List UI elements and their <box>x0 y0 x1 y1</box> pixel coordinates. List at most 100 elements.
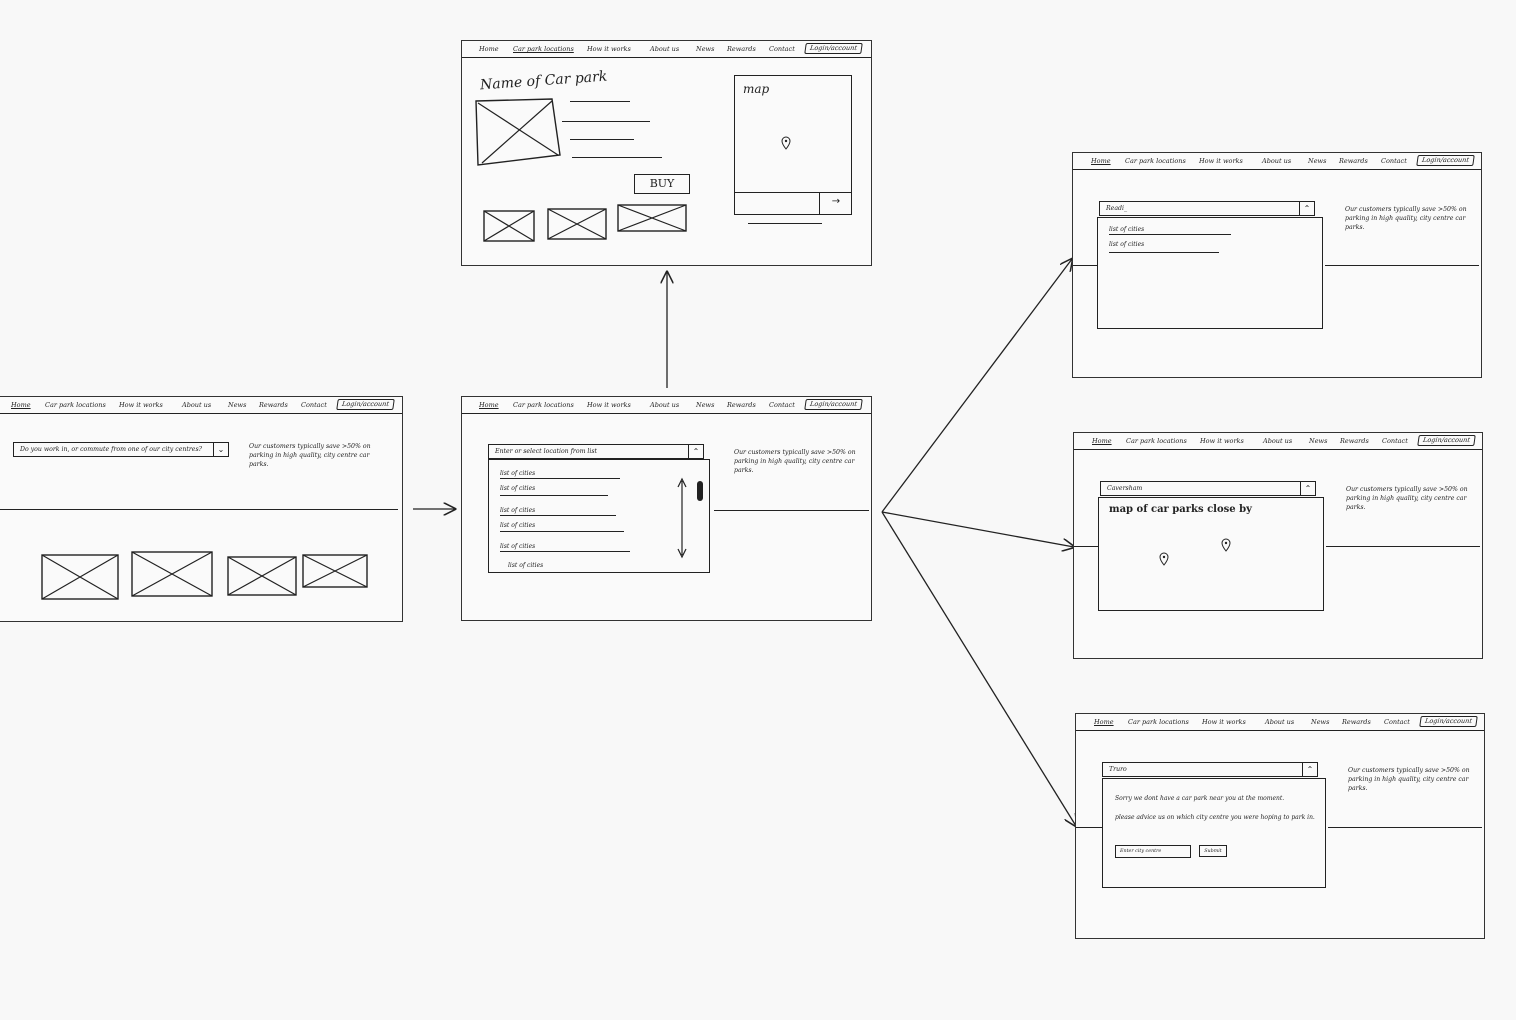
nav-home[interactable]: Home <box>479 401 499 409</box>
nav-contact[interactable]: Contact <box>1382 437 1408 445</box>
nav-bar: Home Car park locations How it works Abo… <box>0 397 402 414</box>
nav-car-park-locations[interactable]: Car park locations <box>1125 157 1186 165</box>
nav-car-park-locations[interactable]: Car park locations <box>1126 437 1187 445</box>
nav-home[interactable]: Home <box>1091 157 1111 165</box>
nav-rewards[interactable]: Rewards <box>1340 437 1369 445</box>
nav-home[interactable]: Home <box>1094 718 1114 726</box>
nav-news[interactable]: News <box>1308 157 1327 165</box>
location-combo[interactable]: Caversham ⌃ <box>1100 481 1316 496</box>
nav-login[interactable]: Login/account <box>1416 155 1475 166</box>
nav-login[interactable]: Login/account <box>804 399 863 410</box>
nav-login[interactable]: Login/account <box>336 399 395 410</box>
list-item[interactable]: list of cities <box>1109 226 1145 233</box>
nav-contact[interactable]: Contact <box>301 401 327 409</box>
nav-home[interactable]: Home <box>1092 437 1112 445</box>
no-results-panel: Sorry we dont have a car park near you a… <box>1102 778 1326 888</box>
buy-button[interactable]: BUY <box>634 174 690 194</box>
wireframe-location-select: Home Car park locations How it works Abo… <box>461 396 872 621</box>
nav-how-it-works[interactable]: How it works <box>1200 437 1244 445</box>
nav-car-park-locations[interactable]: Car park locations <box>513 401 574 409</box>
nav-bar: Home Car park locations How it works Abo… <box>1076 714 1484 731</box>
nearby-map-panel[interactable]: map of car parks close by <box>1098 497 1324 611</box>
nav-home[interactable]: Home <box>11 401 31 409</box>
nav-login[interactable]: Login/account <box>804 43 863 54</box>
nav-how-it-works[interactable]: How it works <box>1202 718 1246 726</box>
location-combo[interactable]: Enter or select location from list ⌃ <box>488 444 704 459</box>
nav-rewards[interactable]: Rewards <box>259 401 288 409</box>
location-combo[interactable]: Readi_ ⌃ <box>1099 201 1315 216</box>
nav-contact[interactable]: Contact <box>769 401 795 409</box>
wireframe-typing-reading: Home Car park locations How it works Abo… <box>1072 152 1482 378</box>
list-scrollbar[interactable] <box>672 475 706 563</box>
list-item[interactable]: list of cities <box>500 543 536 550</box>
arrow-select-to-truro <box>881 511 1076 826</box>
nav-about-us[interactable]: About us <box>1262 157 1292 165</box>
savings-blurb: Our customers typically save >50% on par… <box>1346 486 1468 511</box>
map-pin-icon[interactable] <box>1159 552 1169 566</box>
section-divider <box>0 509 398 510</box>
nav-login[interactable]: Login/account <box>1417 435 1476 446</box>
list-item[interactable]: list of cities <box>500 522 536 529</box>
nav-contact[interactable]: Contact <box>769 45 795 53</box>
car-park-name-heading: Name of Car park <box>479 68 608 94</box>
location-combo-placeholder: Enter or select location from list <box>495 448 598 455</box>
submit-button[interactable]: Submit <box>1199 845 1227 857</box>
wireframe-caversham-map: Home Car park locations How it works Abo… <box>1073 432 1483 659</box>
nav-rewards[interactable]: Rewards <box>1339 157 1368 165</box>
list-item[interactable]: list of cities <box>500 485 536 492</box>
map-pin-icon[interactable] <box>1221 538 1231 552</box>
chevron-up-icon[interactable]: ⌃ <box>688 445 703 458</box>
gallery-placeholders <box>483 204 687 242</box>
nav-login[interactable]: Login/account <box>1419 716 1478 727</box>
nav-about-us[interactable]: About us <box>650 45 680 53</box>
sorry-message: Sorry we dont have a car park near you a… <box>1115 795 1285 802</box>
nav-about-us[interactable]: About us <box>1263 437 1293 445</box>
map-label: map <box>743 82 770 96</box>
map-panel[interactable]: map → <box>734 75 852 215</box>
nav-how-it-works[interactable]: How it works <box>587 401 631 409</box>
nav-home[interactable]: Home <box>479 45 499 53</box>
location-combo[interactable]: Truro ⌃ <box>1102 762 1318 777</box>
list-item[interactable]: list of cities <box>500 470 536 477</box>
nav-how-it-works[interactable]: How it works <box>587 45 631 53</box>
nav-rewards[interactable]: Rewards <box>727 401 756 409</box>
chevron-up-icon[interactable]: ⌃ <box>1299 202 1314 215</box>
savings-blurb: Our customers typically save >50% on par… <box>1345 206 1467 231</box>
nav-car-park-locations[interactable]: Car park locations <box>45 401 106 409</box>
arrow-select-to-caversham <box>881 511 1074 547</box>
nav-about-us[interactable]: About us <box>1265 718 1295 726</box>
nav-contact[interactable]: Contact <box>1381 157 1407 165</box>
nav-about-us[interactable]: About us <box>650 401 680 409</box>
map-pin-icon[interactable] <box>781 136 791 150</box>
nav-bar: Home Car park locations How it works Abo… <box>1073 153 1481 170</box>
savings-blurb: Our customers typically save >50% on par… <box>1348 767 1470 792</box>
nav-news[interactable]: News <box>1309 437 1328 445</box>
nav-news[interactable]: News <box>228 401 247 409</box>
chevron-up-icon[interactable]: ⌃ <box>1300 482 1315 495</box>
arrow-right-icon[interactable]: → <box>819 192 852 214</box>
nav-news[interactable]: News <box>696 45 715 53</box>
section-divider <box>1325 265 1479 266</box>
commute-question-dropdown[interactable]: Do you work in, or commute from one of o… <box>13 442 229 457</box>
chevron-up-icon[interactable]: ⌃ <box>1302 763 1317 776</box>
nav-news[interactable]: News <box>1311 718 1330 726</box>
nav-how-it-works[interactable]: How it works <box>119 401 163 409</box>
savings-blurb: Our customers typically save >50% on par… <box>734 449 856 474</box>
nav-rewards[interactable]: Rewards <box>727 45 756 53</box>
nav-car-park-locations[interactable]: Car park locations <box>513 45 574 53</box>
list-item[interactable]: list of cities <box>1109 241 1145 248</box>
nav-about-us[interactable]: About us <box>182 401 212 409</box>
city-centre-input[interactable]: Enter city centre <box>1115 845 1191 858</box>
nav-contact[interactable]: Contact <box>1384 718 1410 726</box>
nav-how-it-works[interactable]: How it works <box>1199 157 1243 165</box>
chevron-down-icon[interactable]: ⌄ <box>213 443 228 456</box>
section-divider <box>714 510 869 511</box>
list-item[interactable]: list of cities <box>500 507 536 514</box>
nav-rewards[interactable]: Rewards <box>1342 718 1371 726</box>
nav-news[interactable]: News <box>696 401 715 409</box>
image-placeholders <box>41 551 368 600</box>
nav-car-park-locations[interactable]: Car park locations <box>1128 718 1189 726</box>
list-item[interactable]: list of cities <box>508 562 544 569</box>
wireframe-car-park-detail: Home Car park locations How it works Abo… <box>461 40 872 266</box>
nav-bar: Home Car park locations How it works Abo… <box>462 397 871 414</box>
